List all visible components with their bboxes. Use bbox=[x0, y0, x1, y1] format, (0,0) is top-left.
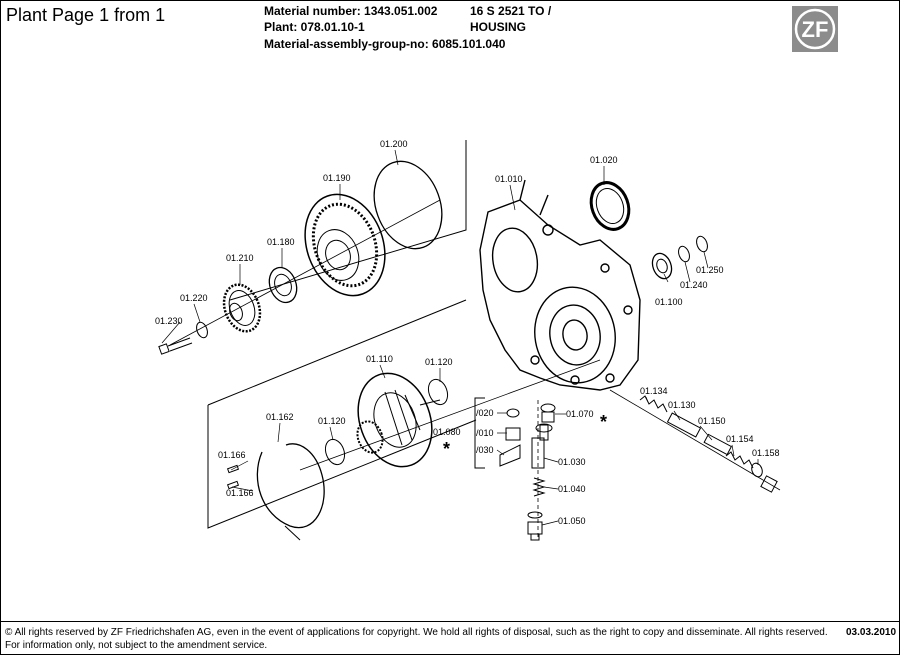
plug-01050 bbox=[527, 511, 543, 541]
bracket-line-lower bbox=[207, 405, 477, 529]
callout-01070: 01.070 bbox=[566, 409, 594, 419]
pin-01166-lower bbox=[226, 480, 240, 490]
axis-upper bbox=[169, 199, 441, 346]
plant-number: Plant: 078.01.10-1 bbox=[264, 20, 365, 34]
washer-01158 bbox=[751, 462, 763, 478]
footer-copyright: © All rights reserved by ZF Friedrichsha… bbox=[5, 627, 828, 638]
hub-01110 bbox=[356, 372, 441, 468]
spring-01040 bbox=[532, 477, 546, 497]
plug-01070 bbox=[540, 403, 556, 423]
spring-01134 bbox=[639, 395, 668, 413]
callout-01020: 01.020 bbox=[590, 155, 618, 165]
callout-labels: 01.200 01.190 01.010 01.020 01.180 01.21… bbox=[155, 139, 780, 526]
footer-date: 03.03.2010 bbox=[846, 627, 897, 638]
spring-01154 bbox=[725, 451, 754, 469]
page-title: Plant Page 1 from 1 bbox=[6, 5, 166, 25]
gear-01210 bbox=[222, 283, 262, 333]
screw-01230 bbox=[158, 337, 193, 355]
snap-ring-01162 bbox=[256, 443, 325, 529]
callout-01166-upper: 01.166 bbox=[218, 450, 246, 460]
exploded-view-drawing: 01.200 01.190 01.010 01.020 01.180 01.21… bbox=[155, 139, 781, 541]
circlip-01240 bbox=[678, 245, 690, 263]
circlip-01250 bbox=[696, 235, 708, 253]
callout-01154: 01.154 bbox=[726, 434, 754, 444]
axis-valve-train bbox=[609, 389, 781, 491]
material-number: Material number: 1343.051.002 bbox=[264, 4, 438, 18]
callout-01010: 01.010 bbox=[495, 174, 523, 184]
oring-01120-lower bbox=[324, 438, 346, 466]
washer-01220 bbox=[196, 321, 208, 339]
bracket-line-mid bbox=[207, 299, 467, 406]
piston-01130 bbox=[666, 412, 702, 438]
footer-note: For information only, not subject to the… bbox=[5, 640, 268, 651]
part-01080-030 bbox=[499, 444, 521, 467]
callout-01120-upper: 01.120 bbox=[425, 357, 453, 367]
callout-01200: 01.200 bbox=[380, 139, 408, 149]
callout-01120-lower: 01.120 bbox=[318, 416, 346, 426]
callout-01130: 01.130 bbox=[668, 400, 696, 410]
callout-01240: 01.240 bbox=[680, 280, 708, 290]
pin-01166-upper bbox=[226, 464, 240, 474]
callout-01050: 01.050 bbox=[558, 516, 586, 526]
snap-ring-tab bbox=[284, 525, 301, 541]
callout-01190: 01.190 bbox=[323, 173, 351, 183]
footer-divider bbox=[0, 621, 900, 622]
zf-logo-ring bbox=[794, 8, 836, 50]
callout-01080: 01.080 bbox=[433, 427, 461, 437]
callout-01080-020: /020 bbox=[476, 408, 494, 418]
kit-bracket-01080 bbox=[474, 397, 485, 469]
asterisk-kit-01080: * bbox=[443, 439, 450, 459]
plug-01158 bbox=[760, 475, 778, 493]
callout-01030: 01.030 bbox=[558, 457, 586, 467]
valve-01030 bbox=[531, 423, 553, 469]
asterisk-valve-train: * bbox=[600, 412, 607, 432]
leader-lines bbox=[161, 149, 759, 526]
callout-01220: 01.220 bbox=[180, 293, 208, 303]
cover-01190 bbox=[304, 193, 386, 297]
zf-logo-background bbox=[792, 6, 838, 52]
callout-01040: 01.040 bbox=[558, 484, 586, 494]
callout-01080-030: /030 bbox=[476, 445, 494, 455]
oring-01120-upper bbox=[427, 378, 449, 406]
callout-01230: 01.230 bbox=[155, 316, 183, 326]
callout-01250: 01.250 bbox=[696, 265, 724, 275]
callout-01210: 01.210 bbox=[226, 253, 254, 263]
callout-01134: 01.134 bbox=[640, 386, 668, 396]
axis-lower bbox=[299, 359, 601, 471]
piston-01150 bbox=[703, 433, 733, 456]
bracket-line-upper bbox=[229, 140, 467, 301]
part-description: HOUSING bbox=[470, 20, 527, 34]
housing-01010 bbox=[479, 179, 641, 391]
model-number: 16 S 2521 TO / bbox=[470, 4, 552, 18]
zf-logo: ZF bbox=[792, 6, 838, 52]
oring-01200 bbox=[373, 160, 443, 250]
callout-01150: 01.150 bbox=[698, 416, 726, 426]
part-01080-020 bbox=[506, 408, 520, 418]
bearing-01180 bbox=[268, 266, 298, 304]
callout-01166-lower: 01.166 bbox=[226, 488, 254, 498]
callout-01162: 01.162 bbox=[266, 412, 294, 422]
callout-01110: 01.110 bbox=[366, 354, 393, 364]
callout-01180: 01.180 bbox=[267, 237, 295, 247]
zf-logo-text: ZF bbox=[802, 17, 829, 42]
seal-01020 bbox=[589, 181, 631, 231]
assembly-group-number: Material-assembly-group-no: 6085.101.040 bbox=[264, 37, 506, 51]
callout-01158: 01.158 bbox=[752, 448, 780, 458]
bearing-01100 bbox=[651, 252, 673, 280]
callout-01080-010: /010 bbox=[476, 428, 494, 438]
part-01080-010 bbox=[505, 427, 521, 441]
callout-01100: 01.100 bbox=[655, 297, 683, 307]
